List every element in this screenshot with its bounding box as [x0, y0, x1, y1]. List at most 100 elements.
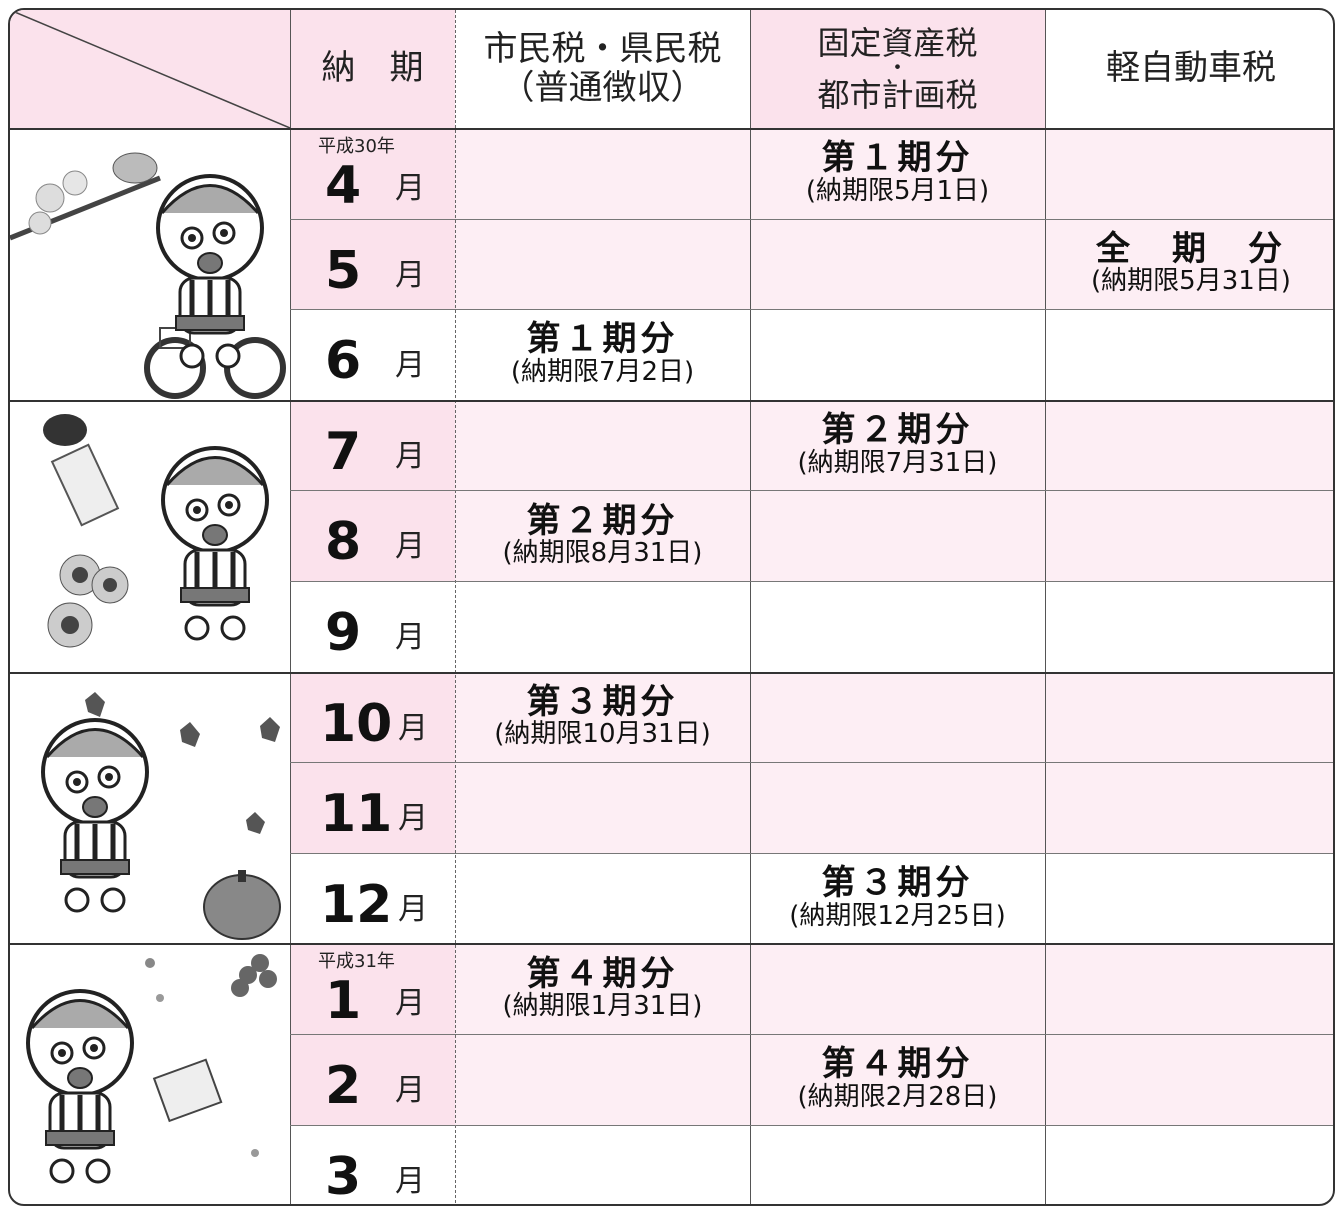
- row-divider: [290, 1124, 1333, 1126]
- column-divider: [750, 10, 751, 1204]
- row-divider: [290, 581, 1333, 582]
- row-background: [455, 128, 750, 219]
- deadline-text: (納期限1月31日): [502, 991, 703, 1022]
- payment-period-entry: 第４期分(納期限2月28日): [750, 1034, 1045, 1125]
- header-property-tax-dot: ・: [886, 56, 909, 82]
- summer-sunflower-mascot-drawing: [43, 413, 269, 648]
- payment-period-entry: 第２期分(納期限8月31日): [455, 490, 750, 581]
- deadline-text: (納期限5月1日): [805, 175, 990, 206]
- row-background: [455, 943, 750, 1034]
- row-background: [750, 399, 1045, 491]
- row-divider: [290, 1034, 1333, 1035]
- month-unit: 月: [395, 171, 425, 206]
- row-background: [455, 1034, 750, 1125]
- diagonal-line: [10, 10, 291, 129]
- month-number: 7: [325, 421, 362, 482]
- header-light-vehicle-tax: 軽自動車税: [1045, 10, 1333, 128]
- row-background: [455, 490, 750, 581]
- month-number: 12: [320, 874, 393, 935]
- row-background: [750, 943, 1045, 1034]
- row-background: [750, 762, 1045, 853]
- row-background: [750, 490, 1045, 581]
- period-title: 全 期 分: [1096, 228, 1286, 269]
- row-background: [1045, 671, 1333, 763]
- header-light-vehicle-tax-label: 軽自動車税: [1106, 48, 1276, 89]
- month-unit: 月: [395, 1163, 425, 1199]
- month-unit: 月: [395, 620, 425, 655]
- row-divider: [290, 852, 1333, 854]
- winter-new-year-mascot-illustration: [10, 943, 290, 1204]
- header-property-tax: 固定資産税 ・ 都市計画税: [750, 10, 1045, 128]
- period-title: 第２期分: [526, 500, 679, 541]
- quarter-divider: [10, 943, 1333, 946]
- deadline-text: (納期限7月31日): [797, 447, 998, 478]
- period-title: 第４期分: [821, 1044, 974, 1085]
- payment-period-entry: 第２期分(納期限7月31日): [750, 400, 1045, 491]
- row-background: [1045, 1034, 1333, 1125]
- period-title: 第２期分: [821, 409, 974, 450]
- row-background: [1045, 128, 1333, 219]
- header-corner-cell: [10, 10, 291, 129]
- month-unit: 月: [395, 348, 425, 384]
- header-city-tax-label: 市民税・県民税: [483, 28, 722, 69]
- payment-period-entry: 第１期分(納期限5月1日): [750, 128, 1045, 219]
- month-number: 3: [325, 1146, 362, 1206]
- month-number: 8: [325, 512, 362, 573]
- month-unit: 月: [395, 438, 425, 474]
- autumn-pumpkin-mascot-illustration: [10, 672, 290, 944]
- quarter-divider: [10, 399, 1333, 402]
- deadline-text: (納期限10月31日): [494, 719, 711, 750]
- spring-cyclist-mascot-drawing: [10, 152, 286, 399]
- payment-period-entry: 第１期分(納期限7月2日): [455, 309, 750, 400]
- row-background: [455, 399, 750, 491]
- quarter-divider: [10, 671, 1333, 674]
- payment-period-entry: 第４期分(納期限1月31日): [455, 943, 750, 1034]
- row-background: [1045, 399, 1333, 491]
- header-property-tax-label: 固定資産税: [817, 24, 978, 63]
- deadline-text: (納期限2月28日): [797, 1081, 998, 1112]
- row-background: [750, 218, 1045, 310]
- deadline-text: (納期限8月31日): [502, 538, 703, 569]
- month-unit: 月: [398, 710, 428, 746]
- month-number: 5: [325, 240, 362, 301]
- payment-period-entry: 第３期分(納期限10月31日): [455, 672, 750, 763]
- row-background: [455, 671, 750, 763]
- month-number: 4: [325, 156, 362, 216]
- period-title: 第４期分: [526, 953, 679, 994]
- month-unit: 月: [395, 986, 425, 1022]
- header-month: 納 期: [290, 10, 455, 128]
- row-background: [1045, 762, 1333, 853]
- column-divider-dashed: [455, 10, 456, 1204]
- winter-new-year-mascot-drawing: [26, 954, 277, 1184]
- row-background: [750, 671, 1045, 763]
- period-title: 第１期分: [526, 319, 679, 360]
- row-background: [1045, 218, 1333, 310]
- spring-cyclist-mascot-illustration: [10, 128, 290, 400]
- era-label: 平成31年: [318, 951, 395, 973]
- row-background: [750, 128, 1045, 219]
- row-background: [455, 762, 750, 853]
- month-number: 9: [325, 603, 362, 663]
- month-unit: 月: [395, 529, 425, 565]
- row-background: [750, 1034, 1045, 1125]
- month-number: 6: [325, 331, 362, 392]
- month-number: 2: [325, 1056, 362, 1116]
- row-divider: [290, 490, 1333, 492]
- deadline-text: (納期限5月31日): [1091, 266, 1291, 297]
- header-city-tax: 市民税・県民税 （普通徴収）: [455, 10, 750, 128]
- payment-period-entry: 第３期分(納期限12月25日): [750, 853, 1045, 944]
- month-unit: 月: [398, 801, 428, 837]
- column-divider: [1045, 10, 1046, 1204]
- quarter-divider: [10, 128, 1333, 130]
